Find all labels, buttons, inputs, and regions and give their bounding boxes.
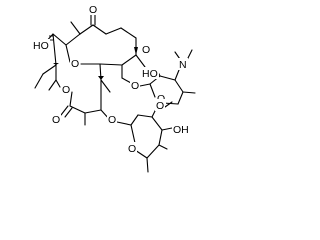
cladinose-sugar-bonds: [116, 101, 173, 173]
structure-diagram: O HO O O N HO O O O O O O O OH: [0, 0, 199, 176]
sugar1-hydroxy-label: HO: [142, 68, 158, 80]
lactone-carbonyl-oxygen-label: O: [52, 114, 60, 126]
sugar2-hydroxy-label: OH: [173, 124, 189, 136]
lactone-ring-oxygen-label: O: [62, 84, 70, 96]
amine-nitrogen-label: N: [179, 59, 187, 71]
ketone-oxygen-label: O: [89, 4, 97, 16]
molecule-svg: O HO O O N HO O O O O O O O OH: [33, 3, 196, 173]
sugar2-ring-oxygen-label: O: [128, 143, 136, 155]
sugar2-methoxy-oxygen-label: O: [156, 100, 164, 112]
ring-oxygen-label: O: [71, 58, 79, 70]
methoxy-oxygen-label: O: [142, 44, 150, 56]
hydroxy-label: HO: [33, 40, 49, 52]
macrolactone-ring-bonds: [34, 14, 146, 126]
stereo-bonds: [47, 35, 138, 80]
glycoside1-oxygen-label: O: [131, 80, 139, 92]
glycoside2-oxygen-label: O: [108, 114, 116, 126]
atom-labels: O HO O O N HO O O O O O O O OH: [33, 3, 189, 155]
